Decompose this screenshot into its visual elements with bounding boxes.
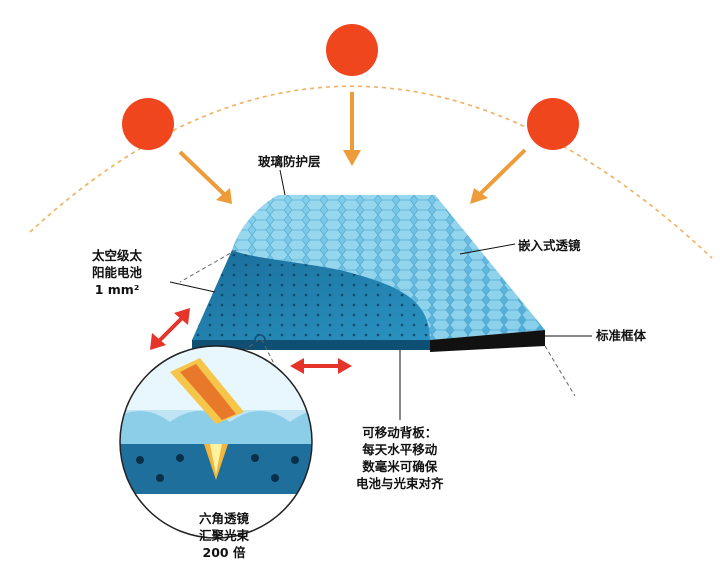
zoom-target-marker	[254, 334, 266, 346]
frame-guide-line	[544, 345, 576, 397]
backplate-label-line: 可移动背板：	[362, 425, 438, 440]
backplate-label-line: 每天水平移动	[362, 442, 438, 457]
hex-lens-label-line: 汇聚光束	[198, 528, 249, 543]
glass-layer-label: 玻璃防护层	[258, 154, 321, 169]
movable-backplate-label: 可移动背板： 每天水平移动 数毫米可确保 电池与光束对齐	[356, 424, 444, 492]
sun-path-arc	[29, 85, 713, 259]
solar-cell-label: 太空级太 阳能电池 1 mm²	[92, 247, 142, 298]
backplate-label-line: 电池与光束对齐	[356, 476, 444, 491]
hex-lens-label: 六角透镜 汇聚光束 200 倍	[176, 510, 272, 561]
hex-lens-label-line: 六角透镜	[198, 511, 249, 526]
sun-icon	[527, 98, 579, 150]
double-arrow-icon	[150, 308, 190, 350]
sun-icon	[122, 98, 174, 150]
double-arrow-icon	[290, 358, 352, 374]
leader-line	[459, 243, 516, 255]
leader-line	[169, 281, 216, 293]
standard-frame-label: 标准框体	[596, 328, 647, 343]
solar-cell-label-line: 1 mm²	[94, 282, 140, 297]
down-arrow-icon	[343, 92, 361, 166]
sun-icon	[326, 24, 378, 76]
embedded-lens-label: 嵌入式透镜	[518, 238, 581, 253]
solar-cell-label-line: 阳能电池	[92, 265, 143, 280]
down-arrow-icon	[178, 150, 232, 204]
standard-frame	[430, 330, 545, 352]
frame-guide-line	[179, 249, 237, 283]
leader-line	[279, 169, 286, 196]
solar-cell-label-line: 太空级太	[92, 248, 143, 263]
zoom-detail-circle	[119, 345, 313, 539]
backplate-label-line: 数毫米可确保	[362, 459, 438, 474]
down-arrow-icon	[470, 148, 527, 204]
hex-lens-label-line: 200 倍	[202, 545, 246, 560]
solar-panel	[192, 195, 545, 352]
panel-edge	[192, 340, 430, 350]
